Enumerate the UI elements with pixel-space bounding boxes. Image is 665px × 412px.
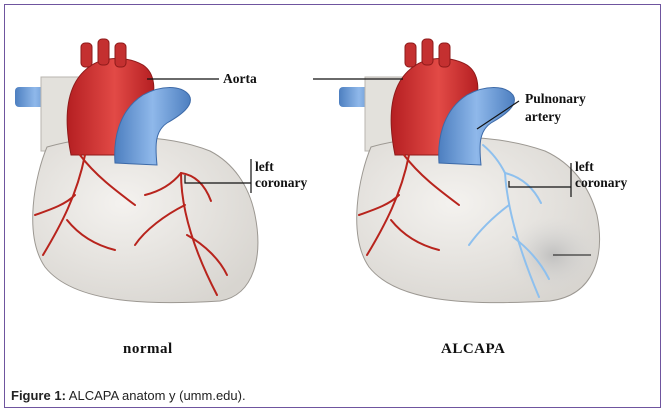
caption-label: Figure 1: xyxy=(11,388,66,403)
figure-frame: Aorta left coronary Pulnonary artery lef… xyxy=(4,4,661,408)
figure-illustration: Aorta left coronary Pulnonary artery lef… xyxy=(5,5,662,385)
aortic-branch xyxy=(81,43,92,67)
heart-diagrams xyxy=(5,5,662,385)
pulmonary-artery-label-line2: artery xyxy=(525,109,561,124)
left-coronary-label-normal-line1: left xyxy=(255,159,274,174)
aorta-label: Aorta xyxy=(223,71,257,86)
aortic-branch xyxy=(115,43,126,67)
caption-text: ALCAPA anatom y (umm.edu). xyxy=(66,388,246,403)
panel-title-alcapa: ALCAPA xyxy=(441,341,505,358)
figure-caption: Figure 1: ALCAPA anatom y (umm.edu). xyxy=(11,388,246,403)
aortic-branch xyxy=(405,43,416,67)
alcapa-heart xyxy=(313,39,600,303)
left-coronary-label-normal-line2: coronary xyxy=(255,175,307,190)
left-coronary-label-alcapa-line2: coronary xyxy=(575,175,627,190)
aortic-branch xyxy=(439,43,450,67)
aortic-branch xyxy=(98,39,109,65)
pulmonary-artery-label-line1: Pulnonary xyxy=(525,91,586,106)
aortic-branch xyxy=(422,39,433,65)
left-coronary-label-alcapa-line1: left xyxy=(575,159,594,174)
normal-heart xyxy=(15,39,258,303)
panel-title-normal: normal xyxy=(123,341,173,358)
